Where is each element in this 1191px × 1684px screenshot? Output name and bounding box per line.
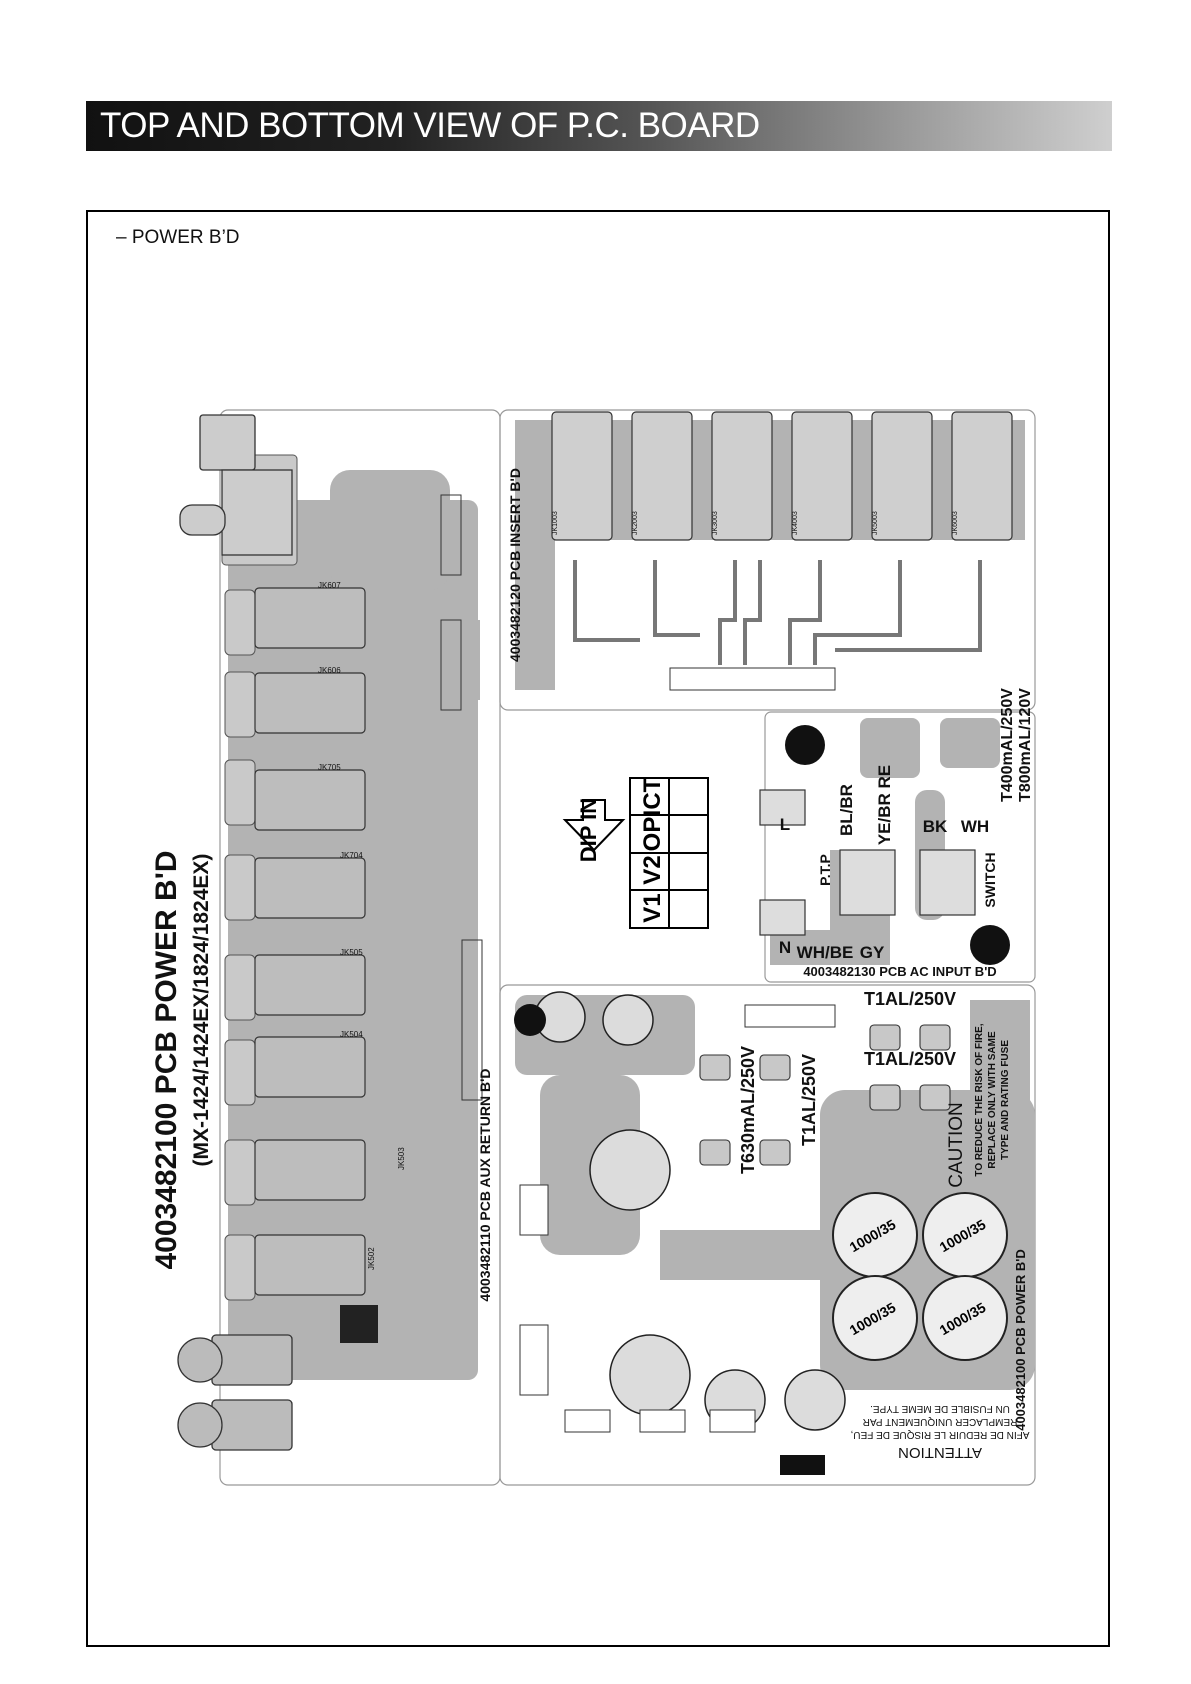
section-label: – POWER B’D	[116, 227, 240, 248]
jack-body	[871, 411, 933, 541]
model-list-label: (MX-1424/1424EX/1824/1824EX)	[190, 854, 213, 1167]
dip-v2: V2	[639, 855, 666, 884]
jack-body	[254, 769, 366, 831]
wire-ye-br-re: YE/BR RE	[875, 765, 894, 845]
jack-label-jk607: JK607	[318, 581, 341, 590]
caution-line-2: REPLACE ONLY WITH SAME	[987, 1031, 998, 1169]
power-board-label: 4003482100 PCB POWER B'D	[150, 851, 183, 1270]
jack-body	[254, 954, 366, 1016]
jack-label-jk6003: JK6003	[952, 511, 959, 535]
fuse-label-t800: T800mAL/120V	[1017, 688, 1034, 802]
diagram-frame	[86, 210, 1110, 1647]
jack-label-jk502: JK502	[367, 1247, 376, 1270]
fuse-label-t1a-low: T1AL/250V	[799, 1054, 819, 1146]
jack-body	[791, 411, 853, 541]
aux-return-board-label: 4003482110 PCB AUX RETURN B'D	[477, 1068, 493, 1301]
header-bar: TOP AND BOTTOM VIEW OF P.C. BOARD	[86, 101, 1112, 151]
attention-title: ATTENTION	[898, 1444, 982, 1461]
jack-body	[254, 1036, 366, 1098]
jack-body	[254, 1234, 366, 1296]
jack-label-jk606: JK606	[318, 666, 341, 675]
jack-label-jk5003: JK5003	[872, 511, 879, 535]
wire-bk: BK	[923, 817, 948, 836]
jack-body	[631, 411, 693, 541]
jack-label-jk4003: JK4003	[792, 511, 799, 535]
dip-ict: ICT	[639, 777, 666, 816]
jack-label-jk503: JK503	[397, 1147, 406, 1170]
attention-line-3: UN FUSIBLE DE MEME TYPE.	[870, 1403, 1010, 1414]
caution-line-3: TYPE AND RATING FUSE	[1000, 1040, 1011, 1160]
jack-body	[951, 411, 1013, 541]
jack-label-jk1003: JK1003	[552, 511, 559, 535]
dip-op: OP	[639, 817, 666, 852]
jack-body	[551, 411, 613, 541]
dip-in-label: DIP IN	[576, 798, 601, 862]
jack-body	[254, 587, 366, 649]
insert-board-label: 4003482120 PCB INSERT B'D	[507, 468, 523, 662]
fuse-label-t400: T400mAL/250V	[999, 688, 1016, 802]
page-title: TOP AND BOTTOM VIEW OF P.C. BOARD	[100, 106, 760, 145]
wire-wh: WH	[961, 817, 989, 836]
jack-body	[254, 1139, 366, 1201]
wire-gy: GY	[860, 943, 885, 962]
jack-label-jk3003: JK3003	[712, 511, 719, 535]
wire-n: N	[779, 938, 791, 957]
ptp-label: P.T.P	[817, 854, 833, 886]
wire-bl-br: BL/BR	[837, 784, 856, 836]
switch-label: SWITCH	[982, 852, 998, 907]
caution-title: CAUTION	[946, 1102, 967, 1188]
caution-line-1: TO REDUCE THE RISK OF FIRE,	[974, 1023, 985, 1176]
fuse-label-t1a-mid: T1AL/250V	[864, 1049, 956, 1069]
attention-line-2: REMPLACER UNIQUEMENT PAR	[863, 1416, 1018, 1427]
dip-v1: V1	[639, 893, 666, 922]
wire-wh-be: WH/BE	[797, 943, 854, 962]
jack-label-jk705: JK705	[318, 763, 341, 772]
jack-label-jk704: JK704	[340, 851, 363, 860]
attention-line-1: AFIN DE REDUIR LE RISQUE DE FEU,	[851, 1429, 1030, 1440]
fuse-label-t630: T630mAL/250V	[738, 1046, 758, 1174]
wire-l: L	[780, 815, 790, 834]
fuse-label-t1a-top: T1AL/250V	[864, 989, 956, 1009]
jack-body	[254, 857, 366, 919]
jack-body	[711, 411, 773, 541]
jack-label-jk504: JK504	[340, 1030, 363, 1039]
jack-label-jk2003: JK2003	[632, 511, 639, 535]
jack-label-jk505: JK505	[340, 948, 363, 957]
ac-input-board-label: 4003482130 PCB AC INPUT B'D	[803, 964, 996, 979]
jack-body	[254, 672, 366, 734]
power-board-small-label: 4003482100 PCB POWER B'D	[1013, 1249, 1028, 1431]
